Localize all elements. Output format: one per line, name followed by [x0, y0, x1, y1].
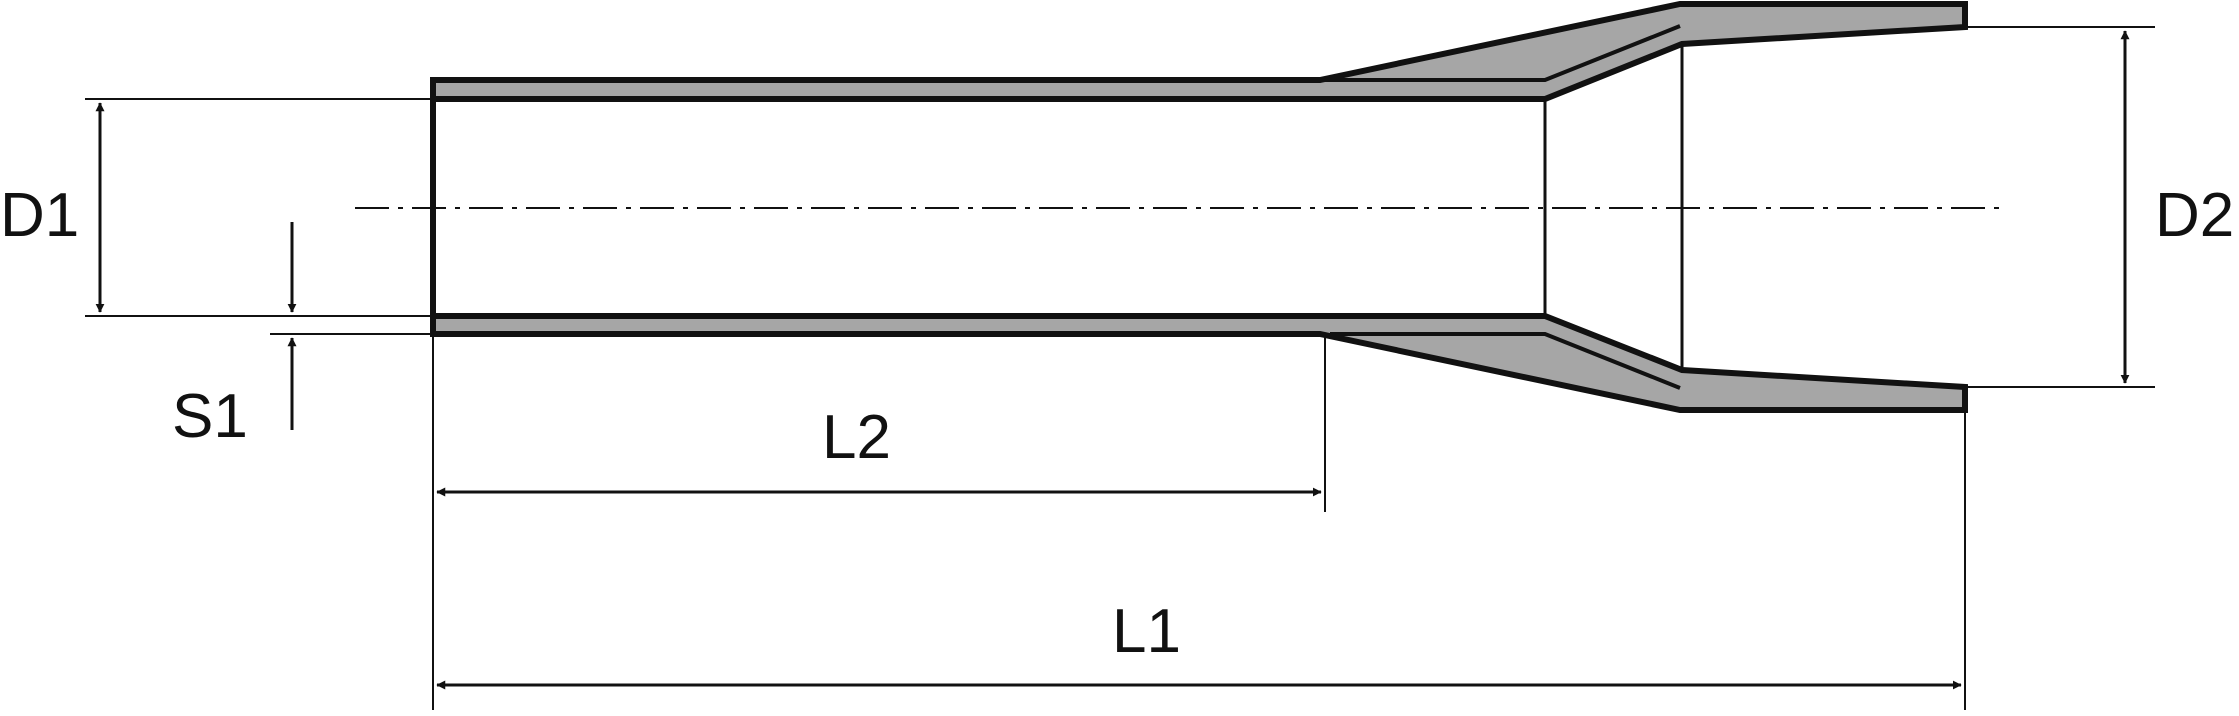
- ferrule-bottom-wall: [430, 313, 1968, 413]
- label-l1: L1: [1112, 597, 1181, 666]
- label-l2: L2: [822, 403, 891, 472]
- ferrule-top-wall: [430, 0, 1968, 102]
- dimension-lines: [95, 30, 2130, 690]
- extension-lines: [85, 26, 2155, 710]
- label-d1: D1: [0, 181, 79, 250]
- label-d2: D2: [2155, 181, 2234, 250]
- collar-inner-bottom-line: [1330, 332, 1681, 390]
- collar-inner-top-line: [1325, 24, 1681, 82]
- label-s1: S1: [172, 382, 248, 451]
